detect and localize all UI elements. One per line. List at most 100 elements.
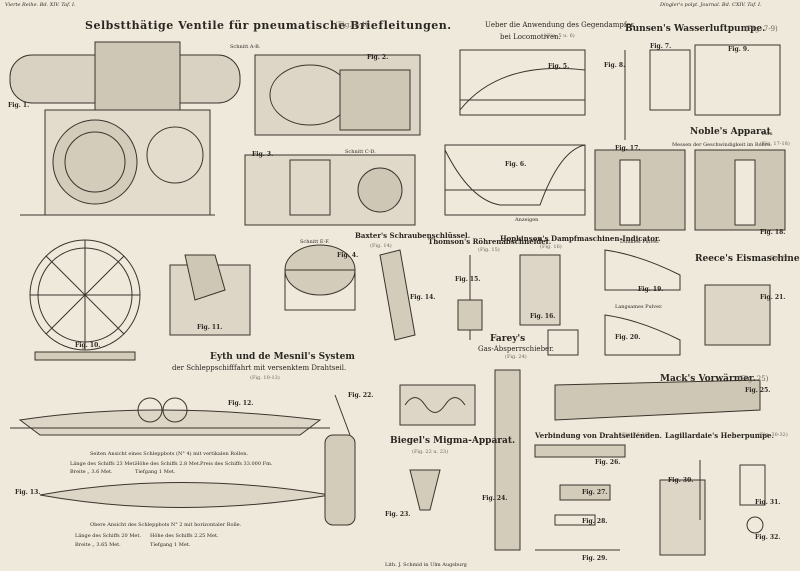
fig1-drawing xyxy=(9,41,241,216)
fig-21-label: Fig. 21. xyxy=(760,294,786,301)
rope-joints xyxy=(534,444,626,551)
plate-title: Selbstthätige Ventile für pneumatische B… xyxy=(85,19,452,32)
spec-1-4: Tiefgang 1 Met. xyxy=(135,469,176,475)
baxter-title: Baxter's Schraubenschlüssel. xyxy=(355,231,471,240)
noble-drawing xyxy=(594,149,786,231)
fig-24-label: Fig. 24. xyxy=(482,495,508,502)
fig-3-label: Fig. 3. xyxy=(252,151,274,158)
noble-title: Noble's Apparat xyxy=(690,127,771,137)
eyth-figs: (Fig. 10-13) xyxy=(250,375,280,381)
fig5-chart xyxy=(459,49,586,116)
schnitt-cd: Schnitt C-D. xyxy=(345,149,376,155)
thomson-title: Thomson's Röhrenabschneider. xyxy=(428,237,552,246)
mack-figs: (Fig. 25) xyxy=(738,375,769,383)
hopkinson-title: Hopkinson's Dampfmaschinen-Indicator. xyxy=(500,234,661,243)
gegendampf-title: Ueber die Anwendung des Gegendampfes xyxy=(485,21,635,29)
fig13-boat xyxy=(39,482,331,508)
fig-7-label: Fig. 7. xyxy=(650,43,672,50)
fig-27-label: Fig. 27. xyxy=(582,489,608,496)
fig-31-label: Fig. 31. xyxy=(755,499,781,506)
reece-title: Reece's Eismaschine. xyxy=(695,254,800,264)
fig-12-label: Fig. 12. xyxy=(228,400,254,407)
fig-11-label: Fig. 11. xyxy=(197,324,223,331)
fig-16-label: Fig. 16. xyxy=(530,313,556,320)
gegendampf-subtitle: bei Locomotiven. xyxy=(500,33,561,41)
fig-14-label: Fig. 14. xyxy=(410,294,436,301)
fig25-drawing xyxy=(554,379,761,421)
langsames-pulver: Langsames Pulver. xyxy=(615,304,663,310)
bunsen-figs: (Fig. 7-9) xyxy=(745,25,778,33)
schnitt-ab: Schnitt A-B. xyxy=(230,44,261,50)
fig-23-label: Fig. 23. xyxy=(385,511,411,518)
farey-title: Farey's xyxy=(490,334,526,344)
fig6-chart xyxy=(444,144,586,216)
fig-32-label: Fig. 32. xyxy=(755,534,781,541)
fig-19-label: Fig. 19. xyxy=(638,286,664,293)
spec-2-0: Länge des Schiffs 20 Met. xyxy=(75,533,141,539)
anzeigen-label: Anzeigen xyxy=(515,217,539,223)
fig-13-label: Fig. 13. xyxy=(15,489,41,496)
fig20-chart xyxy=(604,314,681,356)
spec-1-0: Länge des Schiffs 23 Met. xyxy=(70,461,136,467)
screw-drawing xyxy=(399,384,476,426)
fig30-drawing xyxy=(659,460,766,556)
fig-8-label: Fig. 8. xyxy=(604,62,626,69)
fig3-drawing xyxy=(244,154,416,226)
bunsen-title: Bunsen's Wasserluftpumpe. xyxy=(625,24,766,34)
eyth-subtitle: der Schleppschifffahrt mit versenktem Dr… xyxy=(172,364,347,372)
bunsen-drawing xyxy=(624,44,781,140)
fig-10-label: Fig. 10. xyxy=(75,342,101,349)
noble-figs: (Fig. 17-18) xyxy=(760,141,790,147)
plate-title-figs: (Fig. 1-4) xyxy=(335,21,368,29)
header-left: Vierte Reihe. Bd. XIV. Taf. I. xyxy=(5,2,76,8)
fig2-drawing xyxy=(254,54,421,136)
biegel-title: Biegel's Migma-Apparat. xyxy=(390,436,516,446)
verbindung-title: Verbindung von Drahtseilenden. xyxy=(535,431,662,440)
fig-22-label: Fig. 22. xyxy=(348,392,374,399)
header-right: Dingler's polyt. Journal. Bd. CXIV. Taf.… xyxy=(660,2,762,8)
spec-1-2: Preis des Schiffs 33.000 Fm. xyxy=(200,461,273,467)
farey-subtitle: Gas-Absperrschieber. xyxy=(478,345,554,353)
gegendampf-figs: (Fig. 5 u. 6) xyxy=(545,33,575,39)
hopkinson-figs: (Fig. 16) xyxy=(540,244,562,250)
fig12-boat xyxy=(10,397,330,436)
fig14-wrench xyxy=(379,249,416,341)
dunkles-pulver: Dunkles Pulver. xyxy=(620,239,660,245)
biegel-figs: (Fig. 22 u. 23) xyxy=(412,449,449,455)
fig-29-label: Fig. 29. xyxy=(582,555,608,562)
mack-title: Mack's Vorwärmer. xyxy=(660,374,756,384)
noble-subtitle: Messen der Geschwindigkeit im Rohre. xyxy=(672,142,772,148)
fig-17-label: Fig. 17. xyxy=(615,145,641,152)
fig24-drawing xyxy=(494,369,521,551)
spec-2-1: Höhe des Schiffs 2.25 Met. xyxy=(150,533,219,539)
fig-15-label: Fig. 15. xyxy=(455,276,481,283)
schnitt-ef: Schnitt E-F. xyxy=(300,239,330,245)
fig-9-label: Fig. 9. xyxy=(728,46,750,53)
fig4-drawing xyxy=(284,244,356,311)
fig23-drawing xyxy=(409,469,441,511)
noble-suffix: zum xyxy=(762,131,773,137)
fig-30-label: Fig. 30. xyxy=(668,477,694,484)
lagillardaie-figs: (Fig. 30-32) xyxy=(758,432,788,438)
fig22-drawing xyxy=(324,394,356,526)
lithographer-credit: Lith. J. Schmid in Ulm Augsburg xyxy=(385,562,467,568)
spec-2-2: Breite „ 3.65 Met. xyxy=(75,542,121,548)
reece-figs: (Fig. 22) xyxy=(768,255,790,261)
fig-5-label: Fig. 5. xyxy=(548,63,570,70)
fig-4-label: Fig. 4. xyxy=(337,252,359,259)
seiten-caption: Seiten Ansicht eines Schleppbots (N° 4) … xyxy=(90,451,249,457)
thomson-figs: (Fig. 15) xyxy=(478,247,500,253)
verbindung-figs: (Fig. 26-28) xyxy=(620,432,650,438)
lagillardaie-title: Lagillardaie's Heberpumpe. xyxy=(665,431,774,440)
fig10-wheel xyxy=(29,239,141,361)
fig-25-label: Fig. 25. xyxy=(745,387,771,394)
fig19-chart xyxy=(604,249,681,291)
spec-1-1: Höhe des Schiffs 2.8 Met. xyxy=(135,461,201,467)
eyth-title: Eyth und de Mesnil's System xyxy=(210,352,355,362)
fig11-drawing xyxy=(169,254,251,336)
fig-26-label: Fig. 26. xyxy=(595,459,621,466)
fig16-drawing xyxy=(519,254,579,356)
fig21-drawing xyxy=(704,284,771,346)
farey-figs: (Fig. 24) xyxy=(505,354,527,360)
